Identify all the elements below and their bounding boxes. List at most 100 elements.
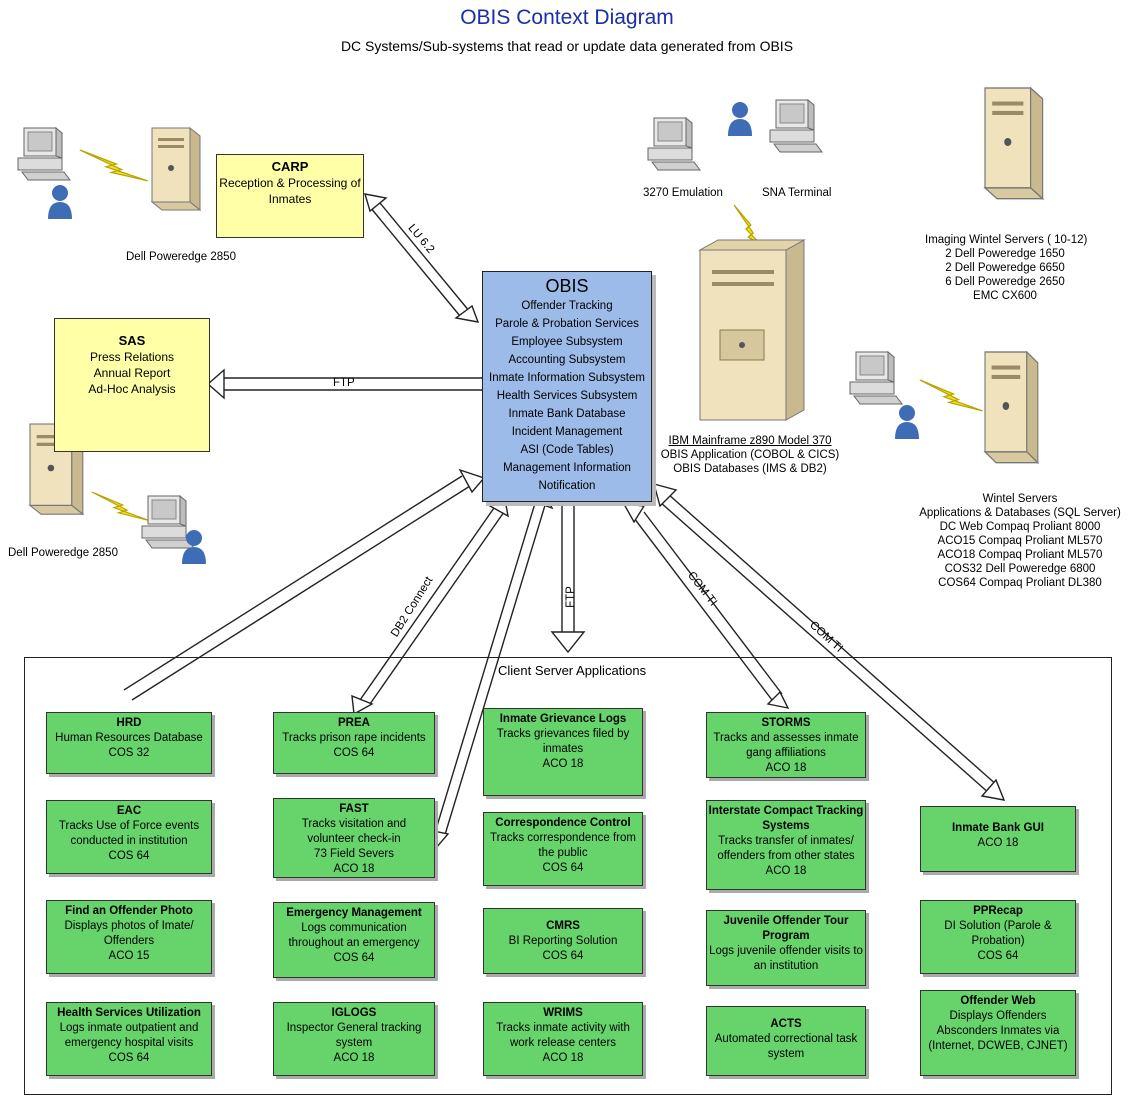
wintel-line: Applications & Databases (SQL Server) [919,507,1121,519]
mainframe-icon [698,239,806,421]
sas-lightning-icon [91,491,151,522]
app-line: an institution [753,960,819,972]
app-line: Displays Offenders [949,1010,1047,1022]
app-line: Automated correctional task [714,1033,858,1045]
app-line: ACO 18 [765,865,807,877]
wintel-line: Wintel Servers [982,493,1058,505]
obis-line: Health Services Subsystem [496,390,638,402]
app-line: Tracks inmate activity with [496,1022,630,1034]
app-box-health-services: Health Services Utilization Logs inmate … [46,1002,212,1076]
wintel-line: COS64 Compaq Proliant DL380 [938,577,1102,589]
app-line: BI Reporting Solution [508,935,618,947]
app-line: COS 64 [977,950,1019,962]
app-line: Human Resources Database [55,732,203,744]
app-line: ACO 18 [333,1052,375,1064]
app-box-prea: PREA Tracks prison rape incidents COS 64 [273,712,435,774]
imaging-line: 2 Dell Poweredge 1650 [945,248,1065,260]
app-name: Health Services Utilization [57,1007,201,1019]
app-name: Find an Offender Photo [65,905,193,917]
wintel-user-icon [895,405,919,439]
app-line: system [767,1048,805,1060]
app-box-storms: STORMS Tracks and assesses inmate gang a… [706,712,866,778]
obis-line: Notification [538,480,596,492]
app-box-iglogs: IGLOGS Inspector General tracking system… [273,1002,435,1076]
obis-line: Inmate Information Subsystem [489,372,645,384]
wintel-server-tower-icon [984,351,1039,464]
app-line: Tracks visitation and [301,818,407,830]
app-name: PPRecap [973,905,1023,917]
app-line: 73 Field Severs [314,848,394,860]
app-box-eac: EAC Tracks Use of Force events conducted… [46,800,212,874]
app-name: Inmate Bank GUI [951,822,1045,834]
app-line: COS 64 [333,747,375,759]
app-box-pprecap: PPRecap DI Solution (Parole & Probation)… [920,900,1076,974]
obis-line: Accounting Subsystem [508,354,626,366]
app-line: Logs inmate outpatient and [59,1022,199,1034]
emulation-label: 3270 Emulation [643,187,723,199]
carp-server-label: Dell Poweredge 2850 [126,251,236,263]
app-name: WRIMS [543,1007,583,1019]
app-box-acts: ACTS Automated correctional task system [706,1006,866,1076]
app-line: Logs juvenile offender visits to [709,945,863,957]
sas-title: SAS [118,333,146,348]
sna-terminal-label: SNA Terminal [762,187,832,199]
app-line: ACO 18 [333,863,375,875]
app-line: Probation) [971,935,1025,947]
app-box-juvenile-offender-tour: Juvenile Offender Tour Program Logs juve… [706,910,866,986]
app-box-emergency-management: Emergency Management Logs communication … [273,902,435,978]
app-box-fast: FAST Tracks visitation and volunteer che… [273,798,435,878]
app-line: COS 64 [333,952,375,964]
hrd-arrow [123,468,486,701]
carp-user-icon [48,185,72,219]
imaging-line: 2 Dell Poweredge 6650 [945,262,1065,274]
sas-box: SAS Press Relations Annual Report Ad-Hoc… [54,318,210,452]
app-line: throughout an emergency [288,937,420,949]
app-line: (Internet, DCWEB, CJNET) [928,1040,1068,1052]
mainframe-line-3: OBIS Databases (IMS & DB2) [673,463,827,475]
carp-server-tower-icon [151,127,201,211]
obis-line: Employee Subsystem [511,336,623,348]
app-name: EAC [116,805,142,817]
app-box-inmate-bank-gui: Inmate Bank GUI ACO 18 [920,806,1076,872]
app-line: Logs communication [301,922,407,934]
imaging-line: 6 Dell Poweredge 2650 [945,276,1065,288]
app-box-hrd: HRD Human Resources Database COS 32 [46,712,212,774]
app-line: the public [538,847,588,859]
obis-box: OBIS Offender Tracking Parole & Probatio… [482,271,652,502]
app-box-correspondence-control: Correspondence Control Tracks correspond… [483,812,643,886]
mainframe-line-1: IBM Mainframe z890 Model 370 [668,435,832,447]
obis-line: Parole & Probation Services [495,318,639,330]
sna-terminal-icon [769,99,823,153]
mainframe-user-icon [728,102,752,136]
wintel-line: DC Web Compaq Proliant 8000 [939,521,1101,533]
carp-box: CARP Reception & Processing of Inmates [216,154,364,238]
app-line: ACO 18 [542,758,584,770]
wintel-workstation-icon [849,351,903,405]
client-server-region [24,657,1112,1095]
app-line: Inspector General tracking [286,1022,422,1034]
app-line: Tracks prison rape incidents [282,732,426,744]
ftp-down-arrow [550,502,586,654]
app-line: Tracks and assesses inmate [713,732,859,744]
app-line: ACO 15 [108,950,150,962]
wintel-line: ACO18 Compaq Proliant ML570 [937,549,1103,561]
app-box-cmrs: CMRS BI Reporting Solution COS 64 [483,908,643,974]
imaging-line: Imaging Wintel Servers ( 10-12) [925,234,1088,246]
ftp-down-label: FTP [564,586,577,608]
lu62-arrow [364,193,480,323]
app-line: volunteer check-in [307,833,401,845]
sas-server-label: Dell Poweredge 2850 [8,547,118,559]
mainframe-label: IBM Mainframe z890 Model 370 OBIS Applic… [650,434,850,476]
obis-line: Offender Tracking [521,300,613,312]
app-name: Emergency Management [286,907,422,919]
app-line: Tracks Use of Force events [58,820,200,832]
sas-workstation-icon [141,495,195,549]
obis-title: OBIS [545,276,589,296]
app-line: COS 64 [108,1052,150,1064]
app-line: ACO 18 [542,1052,584,1064]
diagram-subtitle: DC Systems/Sub-systems that read or upda… [340,38,794,54]
diagram-title: OBIS Context Diagram [460,6,674,29]
app-line: inmates [542,743,584,755]
wintel-servers-label: Wintel Servers Applications & Databases … [912,492,1128,590]
app-line: Absconders Inmates via [936,1025,1060,1037]
